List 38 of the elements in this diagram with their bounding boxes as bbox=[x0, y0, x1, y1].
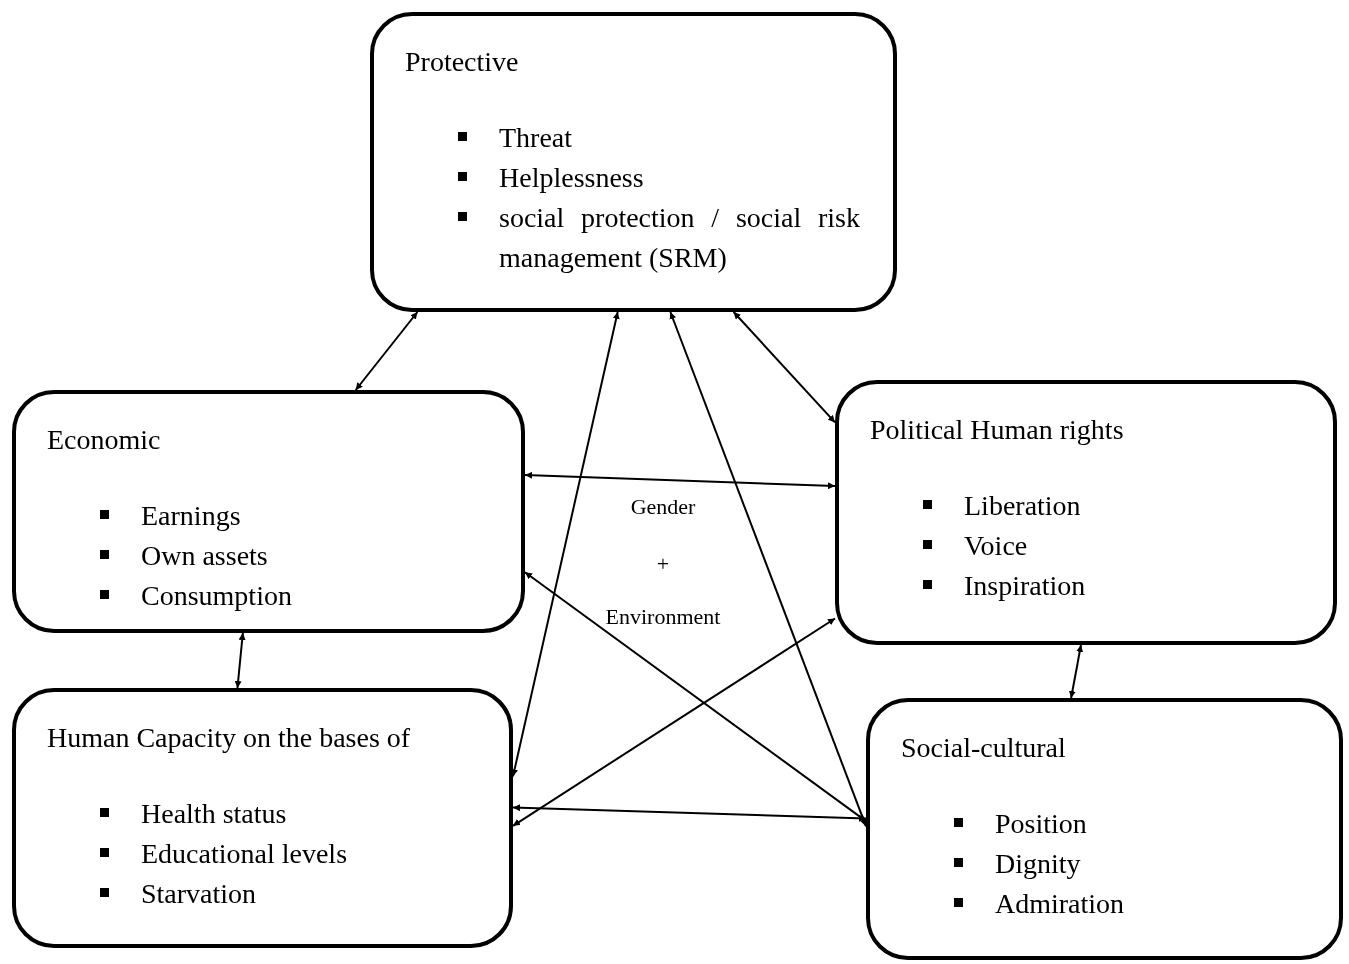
double-arrow bbox=[669, 311, 867, 828]
box-heading: Human Capacity on the bases of bbox=[47, 721, 412, 755]
double-arrow bbox=[512, 804, 867, 822]
bullet-text: Earnings bbox=[141, 499, 241, 533]
category-box bbox=[866, 698, 1343, 960]
bullet-text: Own assets bbox=[141, 539, 268, 573]
double-arrow bbox=[524, 471, 836, 490]
center-label: Gender bbox=[630, 493, 696, 521]
bullet-text: social protection / social risk management (SRM) bbox=[499, 201, 860, 275]
category-box bbox=[12, 390, 525, 633]
bullet-text: Admiration bbox=[995, 887, 1125, 921]
box-heading: Social-cultural bbox=[901, 731, 1067, 765]
center-label: + bbox=[656, 550, 670, 578]
bullet-text: Voice bbox=[964, 529, 1028, 563]
box-heading: Political Human rights bbox=[870, 413, 1125, 447]
bullet-text: Position bbox=[995, 807, 1087, 841]
bullet-text: Starvation bbox=[141, 877, 257, 911]
double-arrow bbox=[1068, 644, 1084, 699]
double-arrow bbox=[354, 311, 419, 391]
bullet-text: Health status bbox=[141, 797, 287, 831]
double-arrow bbox=[524, 571, 867, 823]
bullet-text: Threat bbox=[499, 121, 573, 155]
bullet-text: Helplessness bbox=[499, 161, 644, 195]
center-label: Environment bbox=[605, 603, 721, 631]
category-box bbox=[370, 12, 897, 312]
bullet-text: Dignity bbox=[995, 847, 1081, 881]
box-heading: Economic bbox=[47, 423, 162, 457]
double-arrow bbox=[512, 617, 836, 827]
bullet-text: Consumption bbox=[141, 579, 292, 613]
box-heading: Protective bbox=[405, 45, 520, 79]
double-arrow bbox=[732, 311, 836, 424]
category-box bbox=[835, 380, 1337, 645]
category-box bbox=[12, 688, 513, 948]
double-arrow bbox=[511, 311, 620, 778]
bullet-text: Educational levels bbox=[141, 837, 348, 871]
bullet-text: Inspiration bbox=[964, 569, 1086, 603]
bullet-text: Liberation bbox=[964, 489, 1081, 523]
double-arrow bbox=[234, 632, 246, 689]
